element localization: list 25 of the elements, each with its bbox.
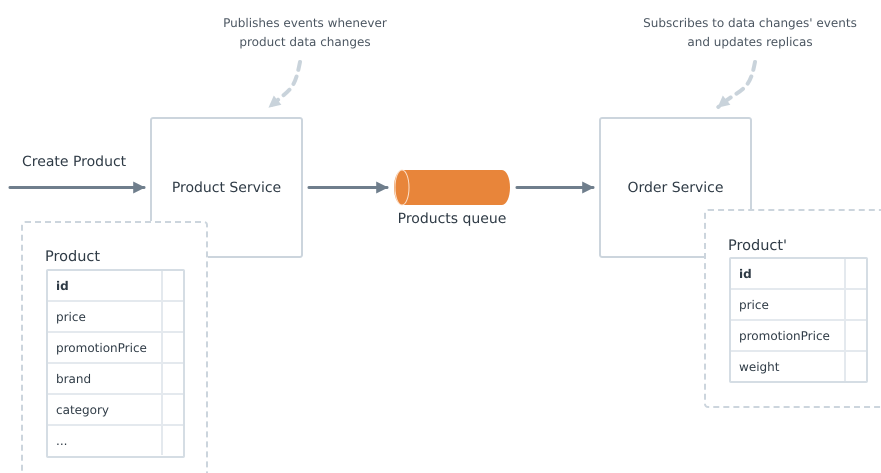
arrow [516,182,594,194]
field-name: promotionPrice [738,328,831,344]
field-name: price [738,296,770,314]
data-model-panel [704,209,881,408]
leader-arrow [267,60,302,109]
model-heading: Product [45,249,100,265]
field-name: ... [55,432,68,450]
arrow [308,182,388,194]
field-name: weight [738,358,780,376]
field-table [729,257,868,383]
queue-label: Products queue [398,211,506,227]
field-name: promotionPrice [55,340,148,356]
leader-arrow [716,60,757,109]
field-name: category [55,402,110,418]
annotation-text: Subscribes to data changes' events and updates replicas [630,14,870,56]
field-table [46,269,185,458]
field-name: price [55,308,87,326]
arrow [8,182,146,194]
data-model-panel [21,221,208,473]
service-box: Product Service [150,117,303,258]
field-name: brand [55,370,92,388]
model-heading: Product' [728,238,788,254]
annotation-text: Publishes events whenever product data changes [200,14,410,56]
field-name: id [55,278,70,294]
field-name: id [738,266,753,282]
